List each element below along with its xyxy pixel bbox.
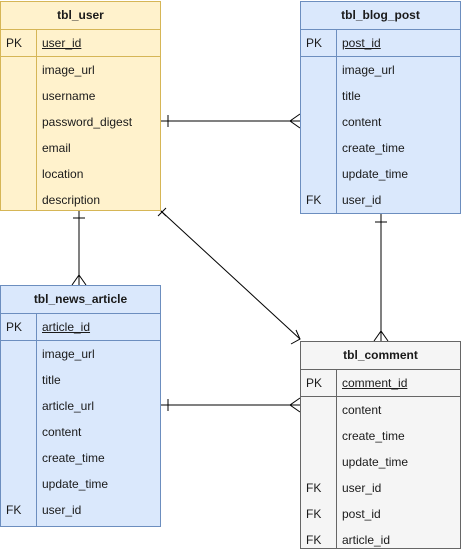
field-name: article_id — [42, 320, 91, 334]
column-divider — [36, 313, 37, 526]
edge-user-comment — [160, 210, 301, 340]
table-row: content — [301, 397, 460, 423]
key-label: PK — [306, 36, 323, 50]
field-name: update_time — [342, 167, 409, 181]
table-row: PK post_id — [301, 30, 460, 57]
table-row: content — [301, 109, 460, 135]
field-name: content — [342, 115, 382, 129]
column-divider — [36, 29, 37, 210]
field-name: image_url — [42, 347, 95, 361]
table-title: tbl_blog_post — [301, 2, 460, 30]
table-row: FK user_id — [301, 187, 460, 213]
field-name: update_time — [42, 477, 109, 491]
field-name: image_url — [342, 63, 395, 77]
table-row: create_time — [301, 423, 460, 449]
field-name: password_digest — [42, 115, 133, 129]
column-divider — [336, 369, 337, 548]
field-name: user_id — [42, 503, 82, 517]
key-label: FK — [6, 503, 22, 517]
key-label: FK — [306, 507, 322, 521]
key-label: FK — [306, 193, 322, 207]
table-row: PK user_id — [1, 30, 160, 57]
key-label: PK — [6, 36, 23, 50]
table-row: image_url — [1, 341, 160, 367]
table-row: update_time — [301, 449, 460, 475]
table-row: update_time — [1, 471, 160, 497]
table-row: title — [301, 83, 460, 109]
table-row: password_digest — [1, 109, 160, 135]
table-row: title — [1, 367, 160, 393]
field-name: title — [42, 373, 61, 387]
table-row: PK article_id — [1, 314, 160, 341]
field-name: create_time — [342, 141, 405, 155]
column-divider — [336, 29, 337, 213]
key-label: PK — [6, 320, 23, 334]
table-row: FK user_id — [1, 497, 160, 523]
field-name: title — [342, 89, 361, 103]
field-name: post_id — [342, 36, 381, 50]
table-title: tbl_user — [1, 2, 160, 30]
field-name: description — [42, 193, 101, 207]
edge-many-marker — [373, 330, 389, 342]
table-row: PK comment_id — [301, 370, 460, 397]
table-row: content — [1, 419, 160, 445]
field-name: user_id — [42, 36, 82, 50]
field-name: user_id — [342, 481, 382, 495]
field-name: create_time — [342, 429, 405, 443]
edge-many-marker — [289, 397, 301, 413]
edge-many-marker — [71, 274, 87, 286]
edge-many-marker — [289, 113, 301, 129]
table-row: FK article_id — [301, 527, 460, 553]
field-name: post_id — [342, 507, 381, 521]
table-row: location — [1, 161, 160, 187]
table-row: create_time — [301, 135, 460, 161]
field-name: image_url — [42, 63, 95, 77]
table-row: article_url — [1, 393, 160, 419]
table-row: update_time — [301, 161, 460, 187]
field-name: username — [42, 89, 96, 103]
field-name: email — [42, 141, 71, 155]
key-label: FK — [306, 481, 322, 495]
edge-many-marker — [290, 329, 301, 345]
field-name: article_id — [342, 533, 391, 547]
table-row: FK user_id — [301, 475, 460, 501]
key-label: PK — [306, 376, 323, 390]
table-tbl-user[interactable]: tbl_user PK user_id image_url username pa… — [0, 1, 161, 211]
table-row: image_url — [301, 57, 460, 83]
table-tbl-comment[interactable]: tbl_comment PK comment_id content create_… — [300, 341, 461, 549]
key-label: FK — [306, 533, 322, 547]
field-name: update_time — [342, 455, 409, 469]
field-name: comment_id — [342, 376, 408, 390]
field-name: content — [42, 425, 82, 439]
field-name: user_id — [342, 193, 382, 207]
field-name: content — [342, 403, 382, 417]
table-title: tbl_news_article — [1, 286, 160, 314]
table-row: username — [1, 83, 160, 109]
field-name: location — [42, 167, 84, 181]
field-name: article_url — [42, 399, 95, 413]
table-row: FK post_id — [301, 501, 460, 527]
table-title: tbl_comment — [301, 342, 460, 370]
table-row: create_time — [1, 445, 160, 471]
table-row: image_url — [1, 57, 160, 83]
table-row: email — [1, 135, 160, 161]
field-name: create_time — [42, 451, 105, 465]
table-row: description — [1, 187, 160, 213]
